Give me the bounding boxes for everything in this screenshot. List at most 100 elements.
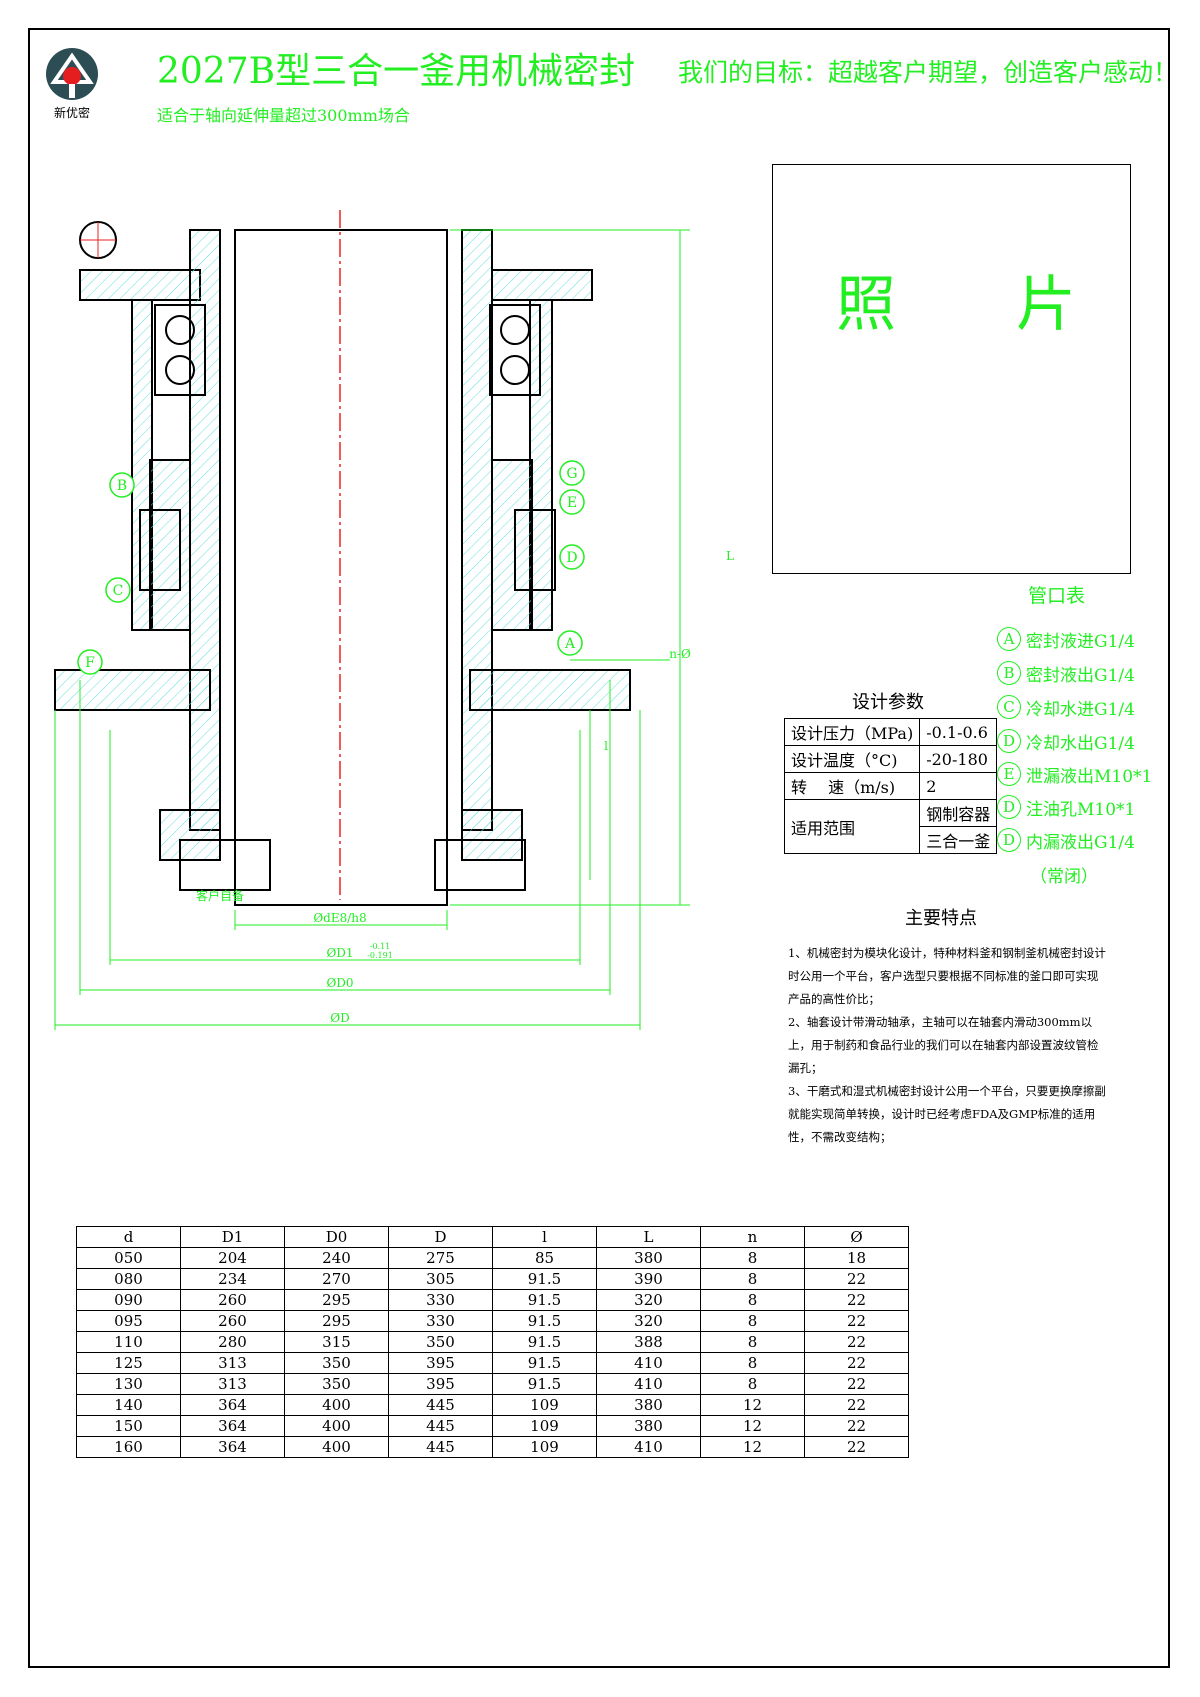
specs-header-cell: d [76, 1226, 181, 1248]
callout-b: B [117, 478, 127, 494]
specs-cell: 125 [76, 1352, 181, 1374]
specs-cell: 12 [700, 1415, 805, 1437]
specs-cell: 364 [180, 1415, 285, 1437]
specs-cell: 350 [284, 1352, 389, 1374]
specs-cell: 150 [76, 1415, 181, 1437]
table-row: 设计压力（MPa)-0.1-0.6 [783, 718, 998, 746]
dim-d1-label: ØD1 [326, 946, 353, 960]
specs-cell: 109 [492, 1436, 597, 1458]
specs-cell: 313 [180, 1373, 285, 1395]
params-table: 设计压力（MPa)-0.1-0.6 设计温度（°C)-20-180 转 速（m/… [783, 718, 998, 854]
specs-cell: 090 [76, 1289, 181, 1311]
table-row: 设计温度（°C)-20-180 [783, 745, 998, 773]
dim-dd-label: ØD [330, 1011, 349, 1025]
specs-cell: 400 [284, 1394, 389, 1416]
features-list: 1、机械密封为模块化设计，特种材料釜和钢制釜机械密封设计时公用一个平台，客户选型… [788, 942, 1108, 1149]
feature-item: 3、干磨式和湿式机械密封设计公用一个平台，只要更换摩擦副就能实现简单转换，设计时… [788, 1084, 1106, 1144]
left-housing [54, 229, 221, 861]
specs-cell: 400 [284, 1436, 389, 1458]
specs-cell: 445 [388, 1415, 493, 1437]
photo-label-left: 照 [836, 270, 896, 340]
specs-cell: 91.5 [492, 1331, 597, 1353]
specs-cell: 260 [180, 1310, 285, 1332]
specs-cell: 313 [180, 1352, 285, 1374]
seal-section-drawing: B C F G E D A ØdE8/h8 ØD1 -0.11 -0.191 Ø… [54, 210, 734, 1030]
specs-header-cell: n [700, 1226, 805, 1248]
specs-cell: 410 [596, 1436, 701, 1458]
specs-cell: 109 [492, 1394, 597, 1416]
dim-n-label: n-Ø [669, 647, 691, 661]
specs-cell: 22 [804, 1373, 909, 1395]
specs-cell: 395 [388, 1352, 493, 1374]
dim-d1-tol-upper: -0.11 [370, 942, 391, 951]
specs-header-cell: Ø [804, 1226, 909, 1248]
page-title: 2027B型三合一釜用机械密封 [157, 51, 636, 92]
specs-header-cell: l [492, 1226, 597, 1248]
specs-cell: 330 [388, 1289, 493, 1311]
specs-cell: 388 [596, 1331, 701, 1353]
specs-cell: 91.5 [492, 1373, 597, 1395]
dim-small-l-label: l [604, 739, 608, 753]
callout-e: E [567, 495, 577, 511]
shaft [234, 229, 448, 906]
specs-cell: 234 [180, 1268, 285, 1290]
specs-cell: 110 [76, 1331, 181, 1353]
specs-cell: 270 [284, 1268, 389, 1290]
specs-cell: 330 [388, 1310, 493, 1332]
specs-cell: 350 [388, 1331, 493, 1353]
specs-cell: 275 [388, 1247, 493, 1269]
specs-header-cell: D0 [284, 1226, 389, 1248]
table-row: 转 速（m/s)2 [783, 772, 998, 800]
specs-header-cell: D [388, 1226, 493, 1248]
specs-cell: 320 [596, 1289, 701, 1311]
specs-cell: 350 [284, 1373, 389, 1395]
ports-title: 管口表 [1028, 585, 1086, 607]
specs-cell: 390 [596, 1268, 701, 1290]
specs-cell: 12 [700, 1394, 805, 1416]
specs-cell: 380 [596, 1247, 701, 1269]
feature-item: 1、机械密封为模块化设计，特种材料釜和钢制釜机械密封设计时公用一个平台，客户选型… [788, 946, 1106, 1006]
specs-cell: 410 [596, 1352, 701, 1374]
specs-cell: 395 [388, 1373, 493, 1395]
specs-cell: 160 [76, 1436, 181, 1458]
specs-cell: 315 [284, 1331, 389, 1353]
specs-cell: 320 [596, 1310, 701, 1332]
params-title: 设计参数 [852, 692, 924, 713]
dim-l-label: L [726, 549, 734, 563]
photo-label: 照 片 [836, 270, 1076, 340]
specs-cell: 22 [804, 1310, 909, 1332]
features-title: 主要特点 [905, 908, 977, 929]
specs-cell: 8 [700, 1310, 805, 1332]
specs-cell: 8 [700, 1373, 805, 1395]
specs-cell: 130 [76, 1373, 181, 1395]
logo-text: 新优密 [53, 106, 90, 120]
specs-header-cell: L [596, 1226, 701, 1248]
specs-cell: 095 [76, 1310, 181, 1332]
specs-cell: 380 [596, 1394, 701, 1416]
specs-cell: 260 [180, 1289, 285, 1311]
specs-cell: 91.5 [492, 1268, 597, 1290]
specs-cell: 22 [804, 1331, 909, 1353]
specs-cell: 400 [284, 1415, 389, 1437]
specs-header-cell: D1 [180, 1226, 285, 1248]
specs-cell: 22 [804, 1394, 909, 1416]
drawing-frame [28, 28, 1170, 1668]
specs-cell: 12 [700, 1436, 805, 1458]
table-row: 三合一釜 [785, 826, 998, 854]
page-subtitle: 适合于轴向延伸量超过300mm场合 [157, 106, 410, 125]
specs-cell: 364 [180, 1436, 285, 1458]
